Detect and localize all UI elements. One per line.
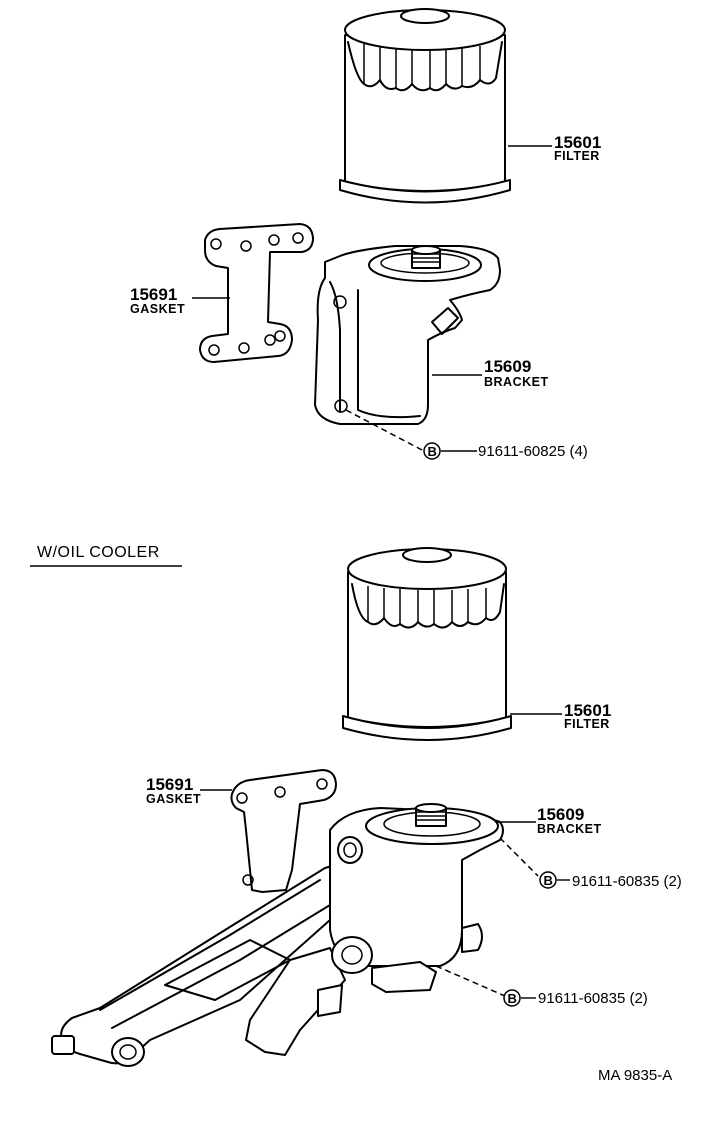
top-bracket-number: 15609 [484, 357, 531, 376]
bottom-gasket-label: 15691 GASKET [146, 775, 232, 806]
bolt-b-icon [503, 989, 521, 1007]
bottom-bracket-number: 15609 [537, 805, 584, 824]
top-bolt-symbol: B [428, 444, 437, 459]
bottom-bolt-lower-part: 91611-60835 (2) [538, 990, 648, 1007]
bottom-filter[interactable] [342, 547, 512, 741]
bottom-bracket[interactable] [51, 803, 504, 1067]
drawing-reference: MA 9835-A [598, 1067, 672, 1084]
bottom-bolt-upper-part: 91611-60835 (2) [572, 873, 682, 890]
top-bracket-name: BRACKET [484, 375, 549, 389]
top-gasket-label: 15691 GASKET [130, 285, 230, 316]
bottom-bracket-name: BRACKET [537, 822, 602, 836]
top-bracket-label: 15609 BRACKET [432, 357, 549, 389]
top-gasket-name: GASKET [130, 302, 185, 316]
section-title: W/OIL COOLER [37, 544, 160, 561]
top-bracket[interactable] [314, 245, 501, 425]
bottom-gasket-number: 15691 [146, 775, 193, 794]
top-bolt-label: B 91611-60825 (4) [423, 442, 588, 460]
bottom-bracket-label: 15609 BRACKET [498, 805, 602, 836]
bottom-bolt-upper-symbol: B [544, 873, 553, 888]
top-gasket[interactable] [199, 223, 314, 363]
top-filter-label: 15601 FILTER [508, 133, 601, 163]
top-gasket-number: 15691 [130, 285, 177, 304]
bottom-filter-label: 15601 FILTER [510, 701, 611, 731]
bottom-bolt-upper-label: B 91611-60835 (2) [539, 871, 682, 890]
bottom-filter-number: 15601 [564, 701, 611, 720]
top-filter[interactable] [339, 8, 511, 204]
bottom-gasket[interactable] [230, 769, 337, 893]
bottom-bolt-lower-label: B 91611-60835 (2) [503, 989, 648, 1007]
bolt-b-icon [539, 871, 557, 889]
top-bolt-part: 91611-60825 (4) [478, 443, 588, 460]
top-filter-name: FILTER [554, 149, 600, 163]
bottom-bolt-lower-symbol: B [508, 991, 517, 1006]
bottom-filter-name: FILTER [564, 717, 610, 731]
bottom-gasket-name: GASKET [146, 792, 201, 806]
top-filter-number: 15601 [554, 133, 601, 152]
bolt-b-icon [423, 442, 441, 460]
